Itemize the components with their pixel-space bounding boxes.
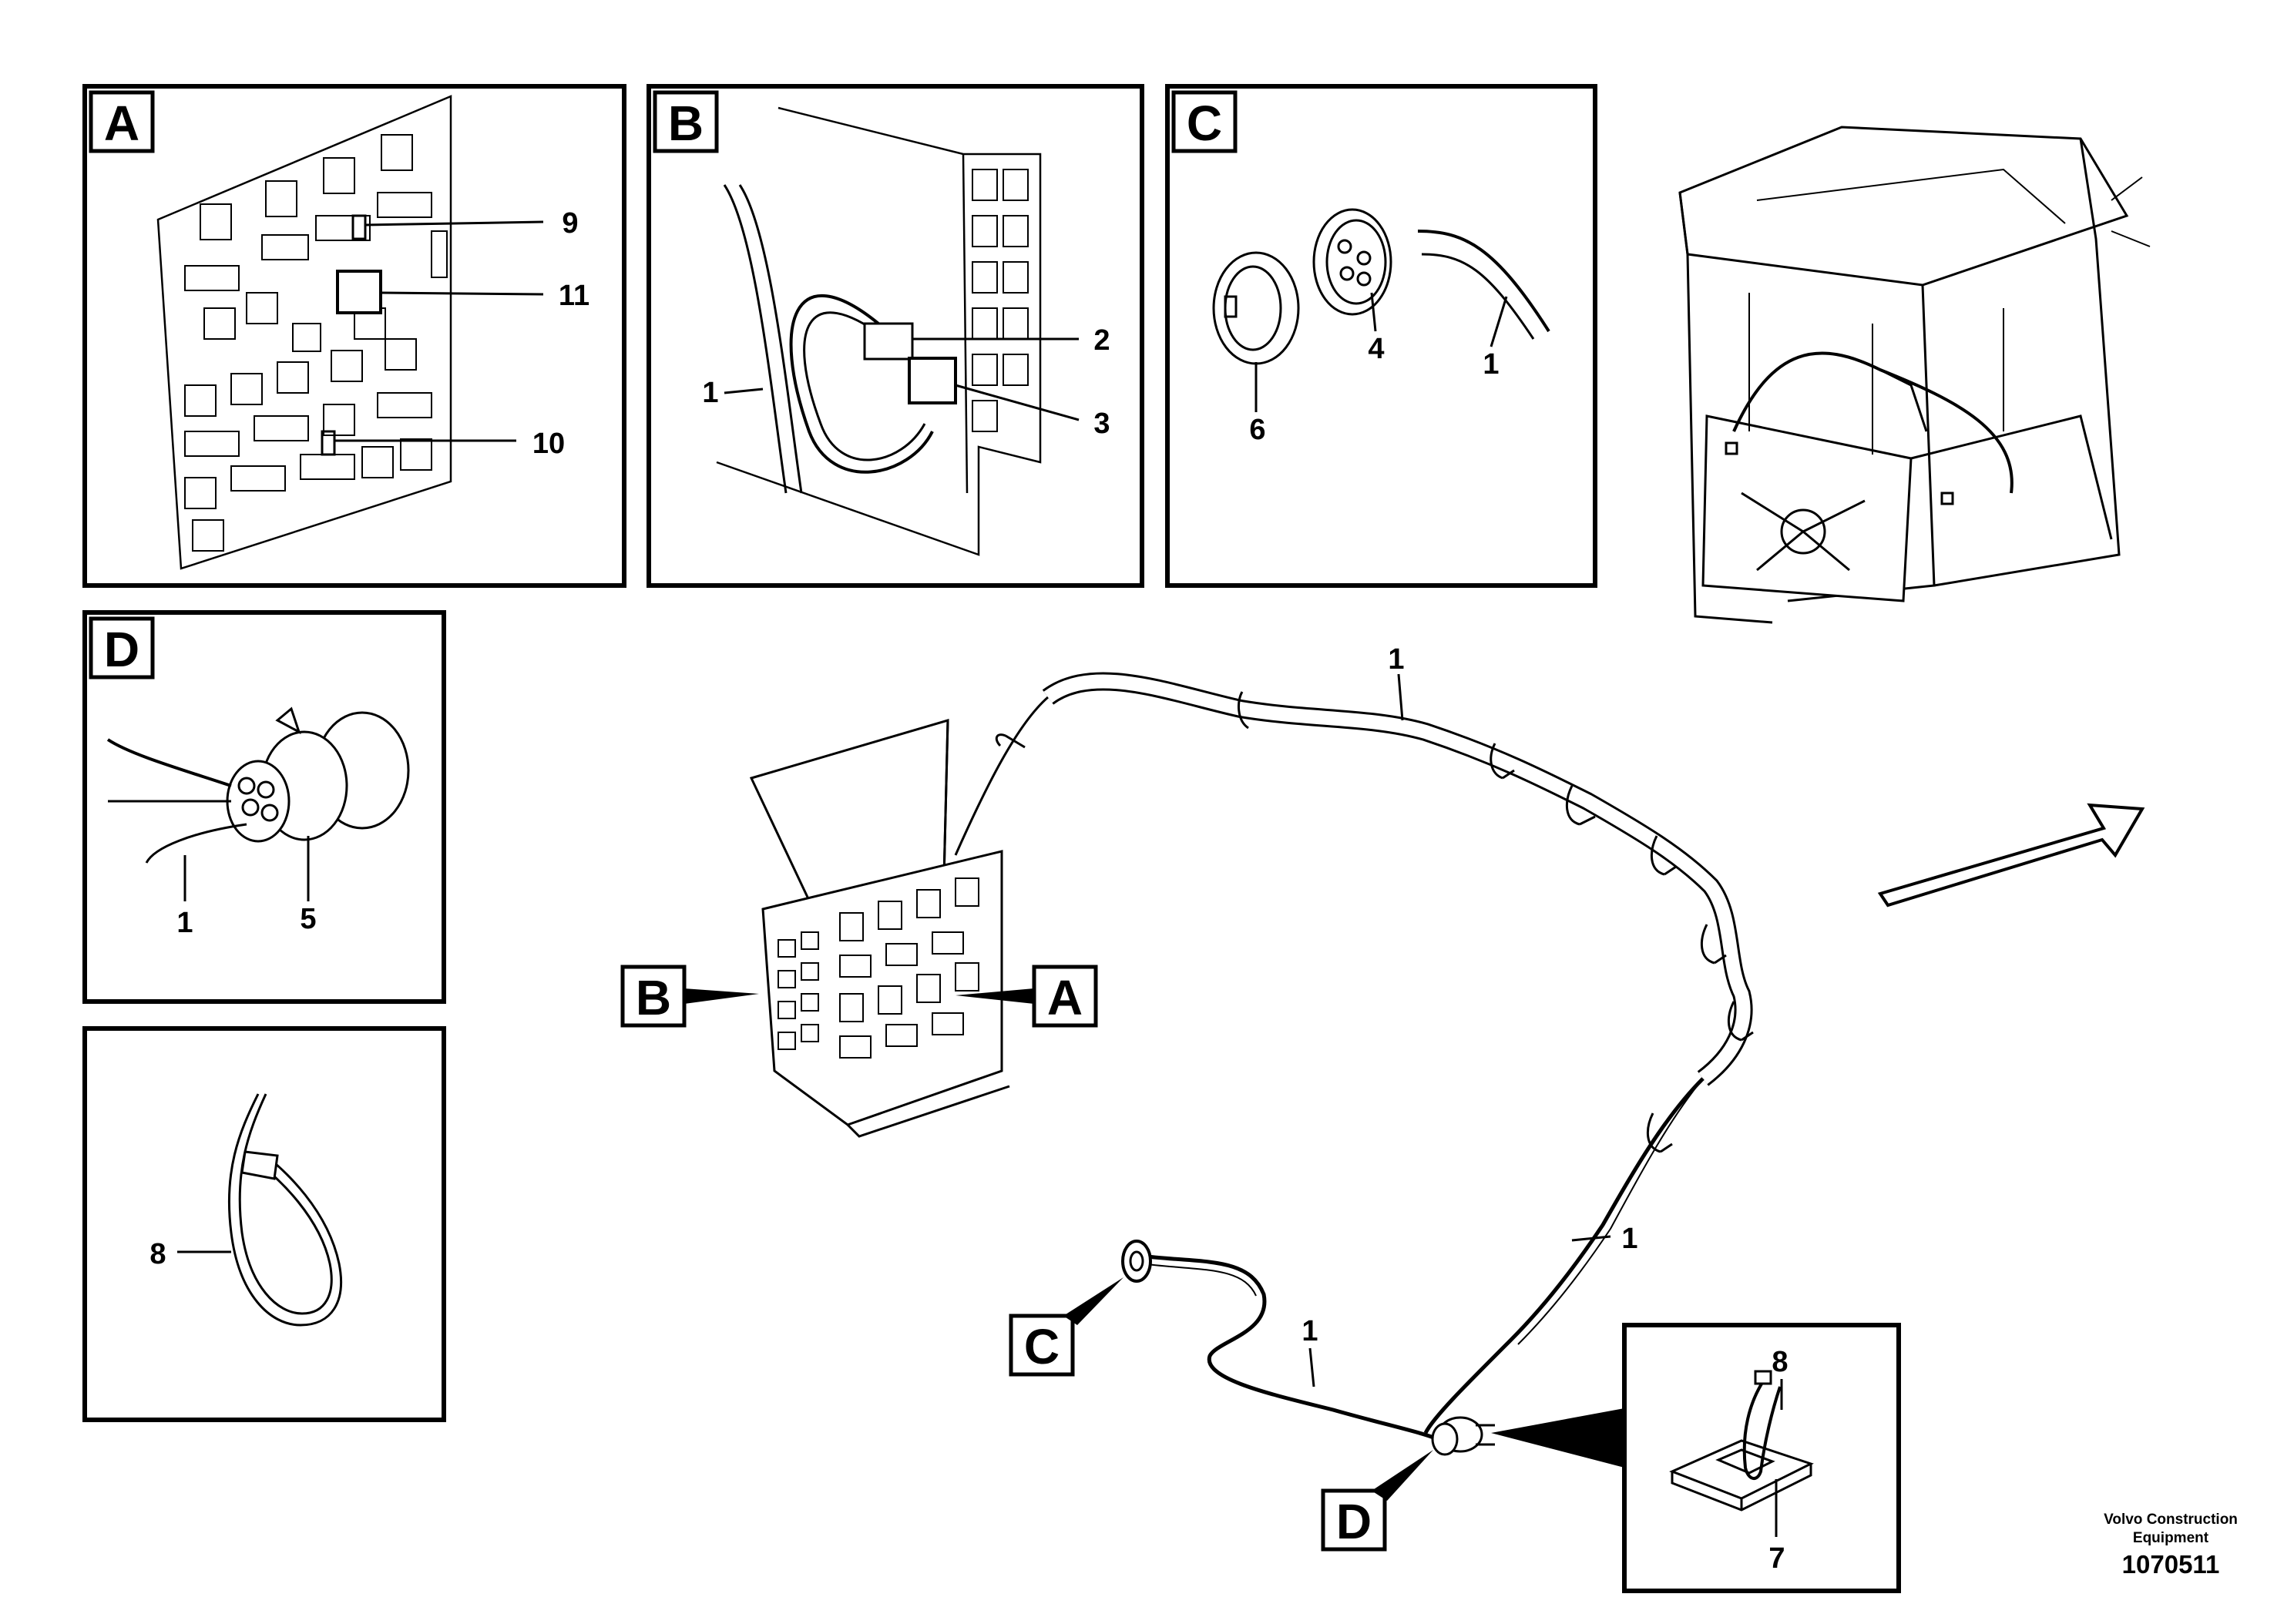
round-connector-drawing xyxy=(1212,208,1550,365)
callout-11: 11 xyxy=(559,280,589,312)
adhesive-clip-drawing xyxy=(1669,1370,1814,1512)
detail-panel-d: D 1 5 xyxy=(82,610,446,1004)
callout-4: 4 xyxy=(1368,333,1384,365)
panel-c-leaders xyxy=(1254,292,1508,412)
callout-8-clip: 8 xyxy=(1772,1346,1788,1378)
pointer-label-d: D xyxy=(1321,1450,1433,1552)
fuse-panel-drawing xyxy=(716,106,1042,556)
callout-1-panel-d: 1 xyxy=(176,907,193,939)
detail-panel-cable-tie: 8 xyxy=(82,1026,446,1422)
pointer-label-c: C xyxy=(1009,1277,1123,1377)
panel-c-label: C xyxy=(1187,96,1222,151)
bulkhead-connector-drawing xyxy=(106,706,410,864)
main-fuse-board-drawing xyxy=(749,718,1010,1138)
panel-d-label-box xyxy=(89,616,155,679)
callout-8-tie: 8 xyxy=(149,1238,166,1270)
forward-direction-arrow xyxy=(1877,803,2145,908)
panel-b-label-box xyxy=(653,90,719,153)
credit-line-2: Equipment xyxy=(2132,1530,2209,1546)
pointer-label-a: A xyxy=(956,965,1098,1028)
illustration-number: 1070511 xyxy=(2121,1550,2220,1579)
panel-d-label: D xyxy=(104,622,139,677)
callout-7: 7 xyxy=(1768,1542,1785,1575)
credit-line-1: Volvo Construction xyxy=(2104,1512,2238,1528)
harness-leaders xyxy=(1308,673,1611,1387)
harness-callout-top: 1 xyxy=(1388,643,1404,676)
panel-b-label: B xyxy=(668,96,704,151)
svg-text:D: D xyxy=(1336,1494,1372,1549)
wiring-harness-drawing xyxy=(954,672,1754,1456)
publisher-credit: Volvo Construction Equipment 1070511 xyxy=(2071,1511,2271,1582)
panel-a-leaders xyxy=(334,220,544,442)
callout-1-panel-b: 1 xyxy=(702,377,718,409)
relay-board-drawing xyxy=(156,95,452,570)
svg-text:C: C xyxy=(1024,1319,1060,1374)
cab-overview-drawing xyxy=(1678,126,2151,624)
callout-1-panel-c: 1 xyxy=(1483,348,1499,381)
callout-5: 5 xyxy=(300,903,316,935)
detail-panel-c: C 4 1 6 xyxy=(1165,84,1597,588)
harness-callout-right: 1 xyxy=(1621,1223,1637,1255)
panel-a-label-box xyxy=(89,90,155,153)
pointer-label-b: B xyxy=(620,965,759,1028)
callout-9: 9 xyxy=(562,207,578,240)
harness-callout-lower: 1 xyxy=(1302,1315,1318,1347)
panel-d-leaders xyxy=(183,836,310,901)
svg-text:B: B xyxy=(636,970,671,1025)
callout-2: 2 xyxy=(1093,324,1110,357)
callout-3: 3 xyxy=(1093,408,1110,440)
panel-b-leaders xyxy=(724,337,1080,421)
cable-tie-drawing xyxy=(227,1093,343,1327)
svg-text:A: A xyxy=(1047,970,1083,1025)
detail-panel-a: A xyxy=(82,84,626,588)
panel-a-label: A xyxy=(104,96,139,151)
callout-6: 6 xyxy=(1249,414,1265,446)
detail-panel-b: B 2 1 3 xyxy=(647,84,1144,588)
panel-c-label-box xyxy=(1171,90,1238,153)
callout-10: 10 xyxy=(532,428,565,460)
tie-panel-frame xyxy=(82,1026,446,1422)
detail-panel-clip: 8 7 xyxy=(1491,1323,1901,1593)
clip-leaders xyxy=(1775,1379,1783,1537)
clip-pointer xyxy=(1491,1408,1624,1468)
